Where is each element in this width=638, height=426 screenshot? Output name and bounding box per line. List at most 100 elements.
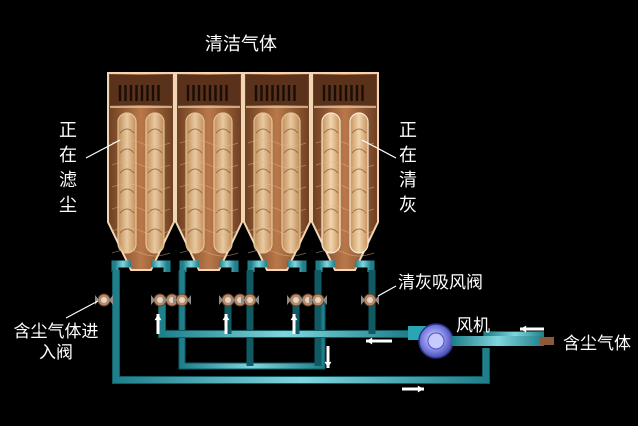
bag-fold (351, 188, 367, 194)
valve-flange-right (187, 295, 191, 305)
valve-disc (101, 297, 107, 303)
arrow-exhaust-right (402, 385, 424, 393)
dust-stream (179, 227, 239, 235)
hopper-inlet-leg (179, 260, 199, 272)
valve-10 (309, 293, 327, 307)
bag-fold (119, 228, 135, 234)
bag-fold (215, 128, 231, 134)
pointer-filtering (85, 139, 121, 159)
valve-3 (163, 293, 181, 307)
dust-stream (179, 139, 239, 147)
valve-4 (173, 293, 191, 307)
arrow-up-3 (290, 314, 298, 334)
bag-fold (283, 168, 299, 174)
bag-fold (119, 168, 135, 174)
valve-flange-left (151, 295, 155, 305)
dust-stream (179, 205, 239, 213)
dust-stream (179, 183, 239, 191)
arrow-down-4 (324, 346, 332, 368)
bag-fold (119, 188, 135, 194)
dust-stream (315, 249, 375, 257)
arrow-head (366, 337, 373, 345)
valve-1 (95, 293, 113, 307)
arrow-dusty-in (520, 325, 544, 333)
chamber-1 (107, 72, 175, 271)
valve-flange-right (323, 295, 327, 305)
dust-stream (315, 183, 375, 191)
valve-disc (225, 297, 231, 303)
valve-flange-left (231, 295, 235, 305)
bag-fold (119, 128, 135, 134)
bag-fold (351, 148, 367, 154)
bag-fold (187, 128, 203, 134)
pointer-cleaning (361, 139, 397, 159)
arrow-up-2 (222, 314, 230, 334)
dust-stream (247, 139, 307, 147)
valve-flange-left (309, 295, 313, 305)
hopper-outlet-leg (355, 260, 375, 272)
dust-stream (111, 183, 171, 191)
chamber-2 (175, 72, 243, 271)
filter-bag-left (321, 112, 341, 254)
bag-fold (323, 148, 339, 154)
label-dusty-gas: 含尘气体 (563, 334, 631, 354)
bag-fold (147, 228, 163, 234)
fan-inlet-duct (452, 336, 544, 346)
bag-fold (323, 188, 339, 194)
fan-impeller (427, 332, 445, 350)
filter-bag-left (117, 112, 137, 254)
bag-fold (147, 168, 163, 174)
filter-bag-right (213, 112, 233, 254)
label-inlet-valve: 含尘气体进入阀 (13, 322, 99, 363)
bag-fold (255, 208, 271, 214)
bag-fold (283, 188, 299, 194)
valve-disc (315, 297, 321, 303)
pointer-clean-valve (377, 285, 397, 297)
dust-stream (247, 183, 307, 191)
dust-stream (111, 205, 171, 213)
filter-bag-right (281, 112, 301, 254)
valve-disc (293, 297, 299, 303)
chamber-4 (311, 72, 379, 271)
valve-flange-right (109, 295, 113, 305)
valve-flange-left (287, 295, 291, 305)
bag-fold (323, 208, 339, 214)
valve-flange-left (241, 295, 245, 305)
filter-bag-right (145, 112, 165, 254)
bag-fold (215, 228, 231, 234)
bag-fold (323, 228, 339, 234)
valve-flange-left (173, 295, 177, 305)
filter-bag-right (349, 112, 369, 254)
dust-stream (315, 139, 375, 147)
bag-fold (187, 188, 203, 194)
valve-flange-left (95, 295, 99, 305)
dust-stream (247, 227, 307, 235)
label-clean-gas: 清洁气体 (205, 34, 277, 55)
filter-bag-left (253, 112, 273, 254)
flow-arrows (154, 314, 544, 393)
dust-stream (247, 249, 307, 257)
bag-fold (323, 128, 339, 134)
valves (95, 293, 379, 307)
bag-fold (187, 208, 203, 214)
hopper-outlet-leg (287, 260, 307, 272)
arrow-up-1 (154, 314, 162, 334)
bag-fold (255, 228, 271, 234)
bag-fold (187, 148, 203, 154)
hopper-outlet-leg (151, 260, 171, 272)
bag-fold (147, 188, 163, 194)
bag-fold (283, 128, 299, 134)
bag-fold (351, 128, 367, 134)
bag-fold (255, 148, 271, 154)
hopper-inlet-leg (247, 260, 267, 272)
hopper-inlet-leg (111, 260, 131, 272)
valve-disc (179, 297, 185, 303)
dust-stream (315, 205, 375, 213)
hopper-outlet-leg (219, 260, 239, 272)
dust-stream (111, 227, 171, 235)
valve-disc (157, 297, 163, 303)
dust-stream (315, 227, 375, 235)
valve-flange-left (219, 295, 223, 305)
arrow-head (417, 385, 424, 393)
label-cleaning: 正在清灰 (399, 120, 417, 216)
